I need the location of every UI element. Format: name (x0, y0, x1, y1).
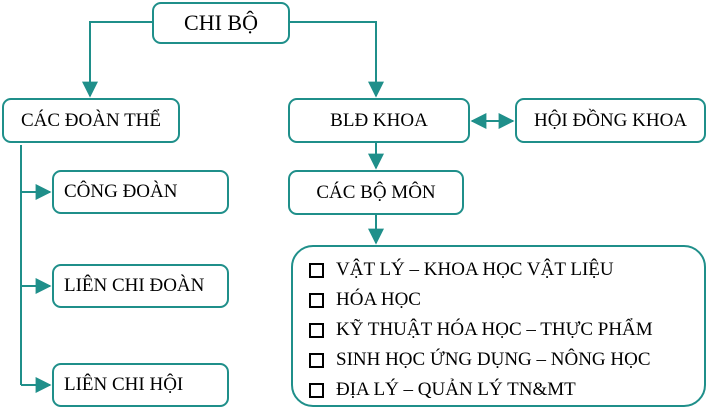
list-item: HÓA HỌC (309, 285, 704, 315)
checkbox-icon (309, 292, 324, 308)
connector-root-to-board (290, 21, 384, 98)
department-label: VẬT LÝ – KHOA HỌC VẬT LIỆU (336, 259, 614, 280)
connector-root-to-unions (82, 21, 152, 98)
node-lien-chi-hoi: LIÊN CHI HỘI (52, 363, 229, 407)
department-label: KỸ THUẬT HÓA HỌC – THỰC PHẨM (336, 319, 653, 340)
node-lien-chi-doan: LIÊN CHI ĐOÀN (52, 264, 229, 308)
department-label: SINH HỌC ỨNG DỤNG – NÔNG HỌC (336, 349, 651, 370)
department-label: HÓA HỌC (336, 289, 421, 310)
node-cac-bo-mon: CÁC BỘ MÔN (288, 170, 464, 215)
checkbox-icon (309, 382, 324, 398)
list-item: VẬT LÝ – KHOA HỌC VẬT LIỆU (309, 255, 704, 285)
checkbox-icon (309, 322, 324, 338)
list-item: KỸ THUẬT HÓA HỌC – THỰC PHẨM (309, 315, 704, 345)
node-cac-doan-the: CÁC ĐOÀN THỂ (2, 98, 180, 143)
list-item: SINH HỌC ỨNG DỤNG – NÔNG HỌC (309, 345, 704, 375)
node-chi-bo: CHI BỘ (152, 2, 290, 44)
checkbox-icon (309, 352, 324, 368)
department-list: VẬT LÝ – KHOA HỌC VẬT LIỆU HÓA HỌC KỸ TH… (291, 245, 706, 407)
department-label: ĐỊA LÝ – QUẢN LÝ TN&MT (336, 379, 576, 400)
list-item: ĐỊA LÝ – QUẢN LÝ TN&MT (309, 375, 704, 405)
node-bld-khoa: BLĐ KHOA (288, 98, 470, 143)
checkbox-icon (309, 262, 324, 278)
node-hoi-dong-khoa: HỘI ĐỒNG KHOA (515, 98, 706, 143)
node-cong-doan: CÔNG ĐOÀN (52, 170, 229, 214)
